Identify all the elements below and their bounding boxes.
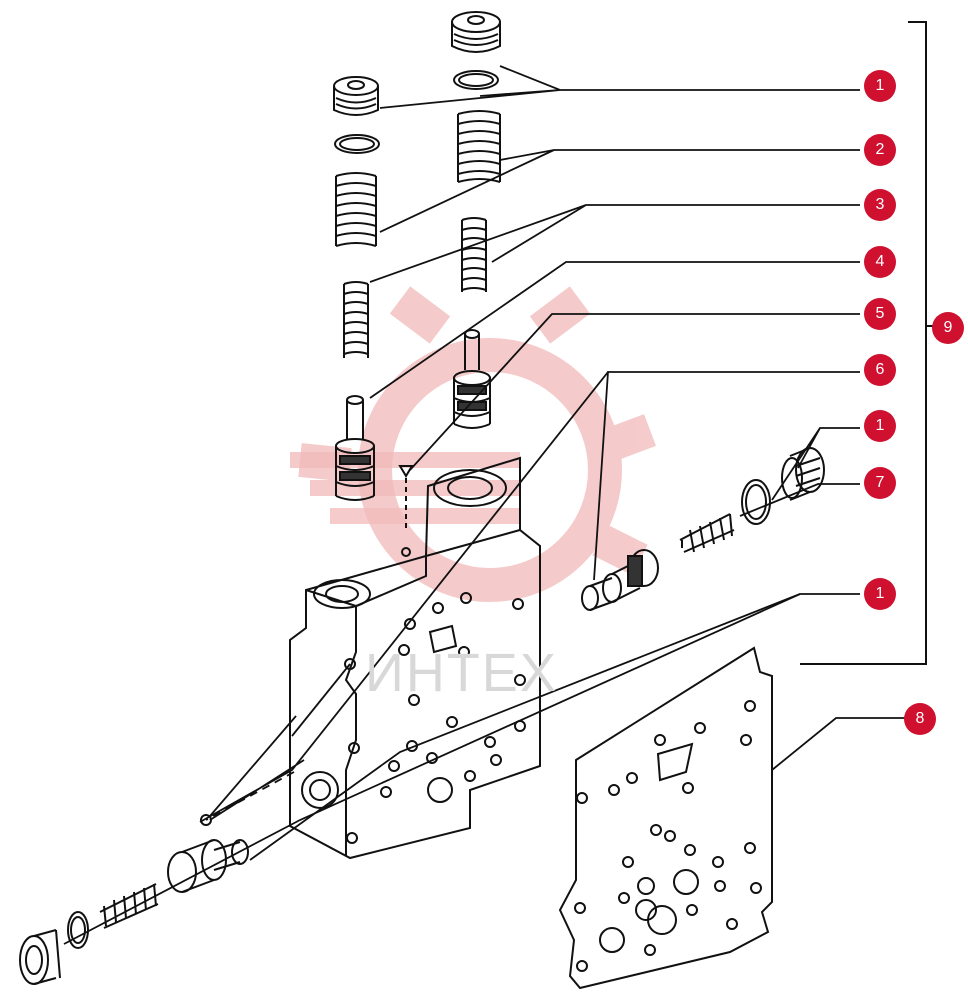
spring-large-right bbox=[457, 110, 501, 183]
plug-bottom-left bbox=[19, 929, 61, 985]
bracket-9 bbox=[800, 21, 938, 665]
valve-body-holes bbox=[344, 592, 526, 844]
oring-bottom-left bbox=[67, 911, 89, 949]
spring-small-left bbox=[343, 281, 369, 358]
oring-top-left bbox=[334, 134, 380, 154]
oring-right bbox=[741, 479, 771, 525]
callout-5[interactable]: 5 bbox=[864, 298, 896, 330]
callout-6[interactable]: 6 bbox=[864, 354, 896, 386]
callout-8[interactable]: 8 bbox=[904, 703, 936, 735]
callout-3[interactable]: 3 bbox=[864, 189, 896, 221]
leader-lines bbox=[63, 65, 906, 945]
callout-4[interactable]: 4 bbox=[864, 246, 896, 278]
valve-spool-side bbox=[581, 549, 659, 611]
plug-top-right bbox=[451, 11, 501, 53]
oring-top-right bbox=[453, 70, 499, 90]
callout-1-top[interactable]: 1 bbox=[864, 70, 896, 102]
valve-spool-right bbox=[453, 329, 491, 429]
check-pin bbox=[398, 465, 414, 557]
valve-body-housing bbox=[289, 456, 541, 860]
valve-spool-left bbox=[335, 395, 375, 501]
watermark-text: ИНТЕХ bbox=[365, 643, 558, 703]
callout-1-middle[interactable]: 1 bbox=[864, 410, 896, 442]
callout-1-bottom[interactable]: 1 bbox=[864, 578, 896, 610]
callout-9[interactable]: 9 bbox=[932, 312, 964, 344]
spring-right bbox=[679, 513, 735, 553]
gasket-holes bbox=[574, 700, 762, 972]
callout-2[interactable]: 2 bbox=[864, 134, 896, 166]
spring-large-left bbox=[335, 172, 377, 247]
spring-bottom-left bbox=[99, 883, 159, 929]
valve-spool-bottom bbox=[167, 814, 249, 893]
spring-small-right bbox=[461, 217, 487, 292]
plug-top-left bbox=[333, 76, 379, 116]
callout-7[interactable]: 7 bbox=[864, 467, 896, 499]
gasket-plate bbox=[558, 646, 773, 990]
